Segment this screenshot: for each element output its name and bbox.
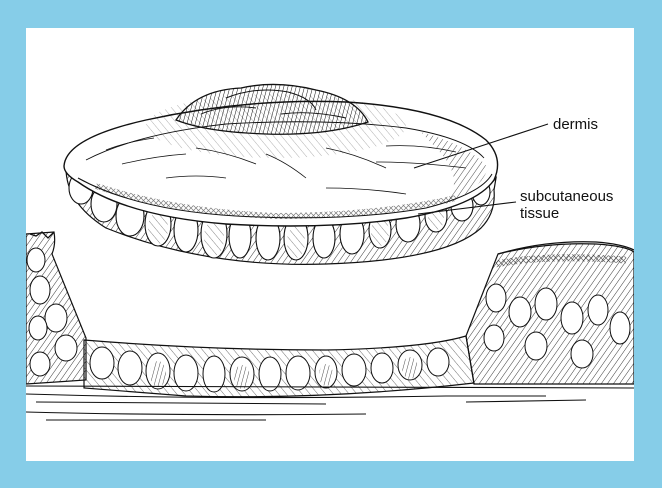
lesion-dome xyxy=(176,84,368,134)
excised-specimen xyxy=(64,84,498,264)
subcutaneous-label-line1: subcutaneous xyxy=(520,188,613,205)
dermis-label: dermis xyxy=(553,116,598,133)
figure-panel: dermis subcutaneous tissue xyxy=(26,28,634,461)
skin-excision-illustration xyxy=(26,28,634,461)
subcutaneous-label-line2: tissue xyxy=(520,205,559,222)
